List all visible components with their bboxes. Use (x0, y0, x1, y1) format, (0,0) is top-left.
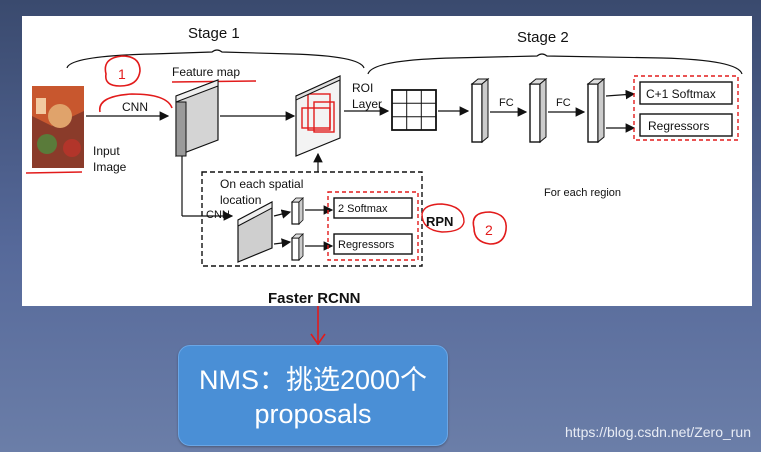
cnn-label: CNN (122, 100, 148, 114)
fc-layer-3 (586, 77, 606, 144)
nms-line2: proposals (254, 399, 372, 429)
regressors-rpn-label: Regressors (338, 239, 395, 251)
stage1-brace (66, 49, 365, 69)
nms-callout: NMS：挑选2000个 proposals (178, 345, 448, 446)
fc-layer-1 (470, 77, 490, 144)
rpn-arrow-bottom (273, 238, 292, 248)
roi-label-line2: Layer (352, 97, 382, 111)
each-spatial-line1: On each spatial (220, 177, 303, 191)
input-label-line1: Input (93, 144, 120, 158)
regressors-label: Regressors (648, 119, 709, 133)
annotation-1: 1 (118, 66, 126, 82)
fc1-label: FC (499, 97, 514, 109)
softmax2-label: 2 Softmax (338, 203, 388, 215)
stage2-label: Stage 2 (517, 29, 569, 46)
annotation-2-circle (472, 211, 507, 245)
roi-grid (391, 89, 437, 131)
stage1-label: Stage 1 (188, 25, 240, 42)
input-image (32, 86, 84, 168)
architecture-diagram: Stage 1 Stage 2 Input Image CNN 1 Featur… (25, 25, 743, 306)
roi-label-line1: ROI (352, 81, 373, 95)
rpn-cnn-label: CNN (206, 209, 230, 221)
cnn-annotation-arc (99, 93, 173, 113)
for-each-region-label: For each region (544, 187, 621, 199)
rpn-label: RPN (426, 214, 453, 229)
feature-map-proposals (295, 75, 341, 157)
rpn-outputs-group (327, 191, 419, 261)
faster-rcnn-figure: Stage 1 Stage 2 Input Image CNN 1 Featur… (22, 16, 752, 306)
rpn-arrow-top (273, 209, 292, 219)
fc-layer-2 (528, 77, 548, 144)
regressors-box (639, 113, 733, 137)
c1-softmax-label: C+1 Softmax (646, 87, 716, 101)
stage2-outputs-group (633, 75, 739, 141)
feature-map-label: Feature map (172, 65, 240, 79)
nms-line1: NMS：挑选2000个 (198, 365, 428, 395)
figure-caption: Faster RCNN (268, 290, 361, 306)
rpn-label-circle (421, 203, 465, 233)
stage2-brace (367, 53, 743, 75)
rpn-small-block-top (291, 197, 304, 225)
softmax2-box (333, 197, 413, 219)
input-underline (25, 171, 83, 174)
feature-map-block (175, 79, 219, 157)
watermark: https://blog.csdn.net/Zero_run (565, 424, 751, 440)
rpn-conv-block (237, 201, 273, 263)
each-spatial-line2: location (220, 193, 261, 207)
fc-to-softmax-arrow (605, 89, 636, 100)
annotation-2: 2 (485, 222, 493, 238)
c1-softmax-box (639, 81, 733, 105)
annotation-1-circle (104, 55, 141, 87)
regressors-rpn-box (333, 233, 413, 255)
input-label-line2: Image (93, 160, 127, 174)
red-down-arrow (310, 306, 326, 346)
fc2-label: FC (556, 97, 571, 109)
rpn-small-block-bottom (291, 233, 304, 261)
